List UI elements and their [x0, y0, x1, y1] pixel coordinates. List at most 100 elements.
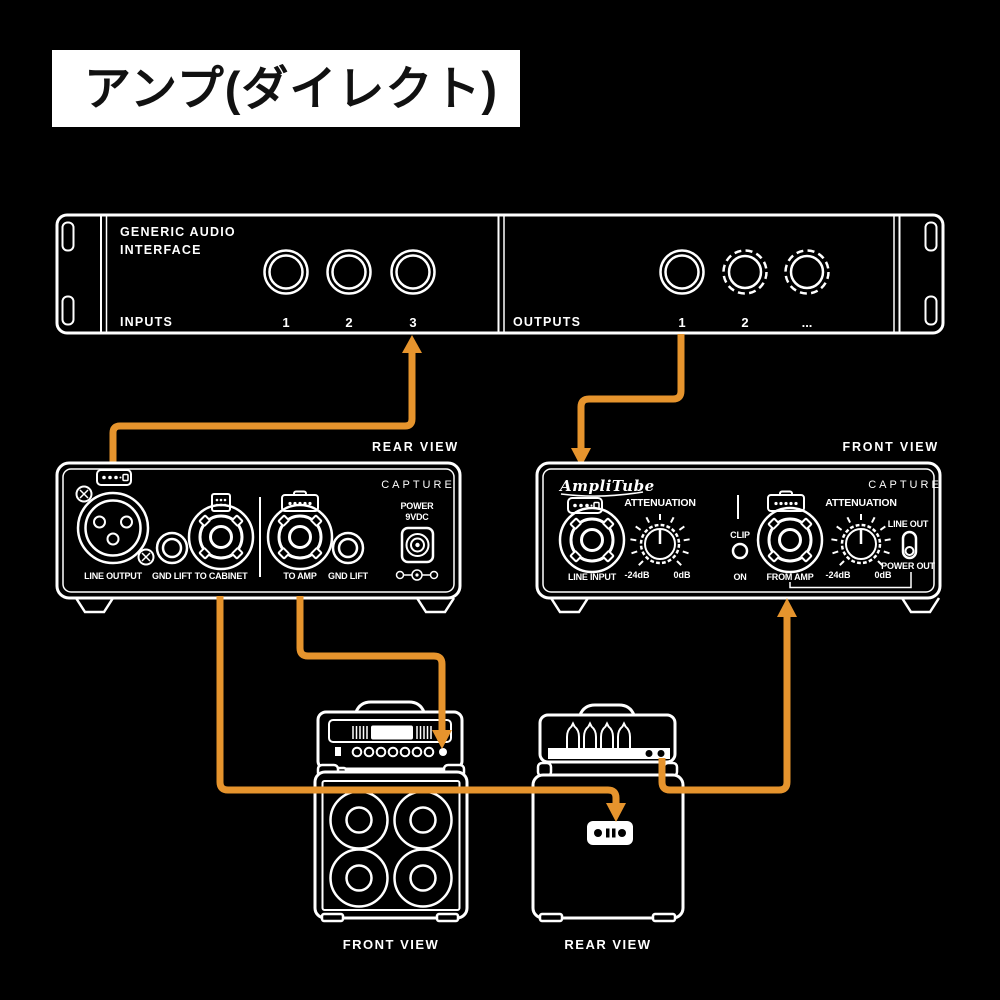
input-1-label: 1 [282, 315, 289, 330]
output-mode-toggle-icon [901, 530, 918, 560]
gnd-lift-label: GND LIFT [328, 571, 369, 581]
attenuation-knob [630, 514, 690, 566]
line-input-jack [558, 506, 626, 574]
rear-panel-bar [548, 748, 670, 759]
capture-brand-label: CAPTURE [868, 479, 942, 491]
att-min-label: -24dB [624, 570, 650, 580]
device-foot [900, 597, 941, 614]
polarity-icon [395, 569, 439, 581]
cabinet-icon [211, 493, 231, 512]
capture-rear-view: REAR VIEW CAPTURE LINE OUTPUT [55, 440, 462, 614]
front-view-label: FRONT VIEW [843, 440, 939, 454]
input-3-label: 3 [409, 315, 416, 330]
power-out-label: POWER OUT [881, 561, 935, 571]
title-box [52, 50, 520, 127]
output-knob-more-dashed [784, 249, 830, 295]
rack-slot-icon [61, 295, 75, 326]
rack-slot-icon [61, 221, 75, 252]
input-knob-3 [390, 249, 436, 295]
gnd-lift-jack [155, 531, 189, 565]
capture-brand-label: CAPTURE [381, 479, 455, 491]
front-stack-view-label: FRONT VIEW [343, 937, 440, 952]
speaker-output-jack-icon [645, 750, 653, 757]
device-foot [435, 912, 460, 923]
amp-head-rear [538, 703, 677, 764]
clip-led-icon [731, 542, 749, 560]
power-label-line2: 9VDC [405, 512, 429, 522]
to-cabinet-label: TO CABINET [195, 571, 249, 581]
attenuation-knob [831, 514, 891, 566]
to-amp-jack [266, 503, 334, 571]
rack-slot-icon [924, 221, 938, 252]
device-foot [415, 597, 456, 614]
cabinet-input-plate-icon [587, 821, 633, 845]
display-icon [371, 725, 413, 740]
amp-head-icon [767, 490, 805, 512]
power-switch-icon [335, 747, 341, 756]
amp-stack-rear: REAR VIEW [531, 703, 685, 952]
arrowhead-down-icon [571, 448, 591, 467]
interface-chassis [55, 213, 945, 335]
device-foot [549, 597, 590, 614]
capture-front-chassis [535, 461, 942, 600]
screw-icon [75, 485, 93, 503]
xlr-line-output-jack [75, 485, 155, 566]
output-1-label: 1 [678, 315, 685, 330]
attenuation-label: ATTENUATION [624, 497, 696, 509]
output-knob-1 [659, 249, 705, 295]
speaker-icon [393, 848, 453, 908]
to-amp-label: TO AMP [283, 571, 316, 581]
cable-headoutput-to-fromamp [658, 598, 797, 794]
input-knob-2 [326, 249, 372, 295]
from-amp-power-out-bracket [789, 572, 912, 589]
device-foot [538, 912, 564, 923]
page-title: アンプ(ダイレクト) [84, 62, 498, 115]
line-output-label: LINE OUTPUT [84, 571, 143, 581]
line-out-label: LINE OUT [888, 519, 929, 529]
device-foot [74, 597, 115, 614]
cable-tocabinet-to-rearcab [216, 596, 626, 822]
gnd-lift-label: GND LIFT [152, 571, 193, 581]
attenuation-label: ATTENUATION [825, 497, 897, 509]
att-max-label: 0dB [673, 570, 691, 580]
output-more-label: ... [802, 315, 813, 330]
device-foot [651, 912, 677, 923]
att-min-label: -24dB [825, 570, 851, 580]
inputs-label: INPUTS [120, 315, 173, 329]
outputs-label: OUTPUTS [513, 315, 581, 329]
interface-name-line1: GENERIC AUDIO [120, 225, 236, 239]
cable-toamp-to-headinput [296, 596, 452, 749]
cable-output1-to-lineinput [571, 334, 685, 467]
rear-stack-view-label: REAR VIEW [564, 937, 651, 952]
line-input-label: LINE INPUT [568, 572, 617, 582]
output-knob-2-dashed [722, 249, 768, 295]
cable-plug-icon [96, 469, 132, 486]
to-cabinet-jack [187, 503, 255, 571]
audio-interface: GENERIC AUDIO INTERFACE INPUTS OUTPUTS 1… [55, 213, 945, 335]
cable-plug-icon [567, 497, 603, 514]
input-knob-1 [263, 249, 309, 295]
vacuum-tube-icon [566, 721, 631, 748]
capture-rear-chassis [55, 461, 462, 600]
arrowhead-up-icon [402, 335, 422, 353]
logo-underline-swash [560, 491, 644, 497]
gnd-lift-jack [331, 531, 365, 565]
speaker-output-jack-icon [657, 750, 665, 757]
amp-head-front [316, 700, 464, 777]
input-2-label: 2 [345, 315, 352, 330]
screw-icon [137, 548, 155, 566]
on-label: ON [733, 572, 746, 582]
rack-slot-icon [924, 295, 938, 326]
amplitube-logo: AmpliTube [558, 477, 655, 495]
output-2-label: 2 [741, 315, 748, 330]
from-amp-label: FROM AMP [766, 572, 813, 582]
amp-input-jack-icon [439, 748, 447, 756]
interface-name-line2: INTERFACE [120, 243, 202, 257]
from-amp-jack [756, 506, 824, 574]
capture-front-view: FRONT VIEW AmpliTube CAPTURE LINE INPUT … [535, 440, 942, 614]
dc-power-jack [400, 526, 435, 564]
arrowhead-down-icon [432, 730, 452, 749]
speaker-cabinet-rear [531, 761, 685, 923]
